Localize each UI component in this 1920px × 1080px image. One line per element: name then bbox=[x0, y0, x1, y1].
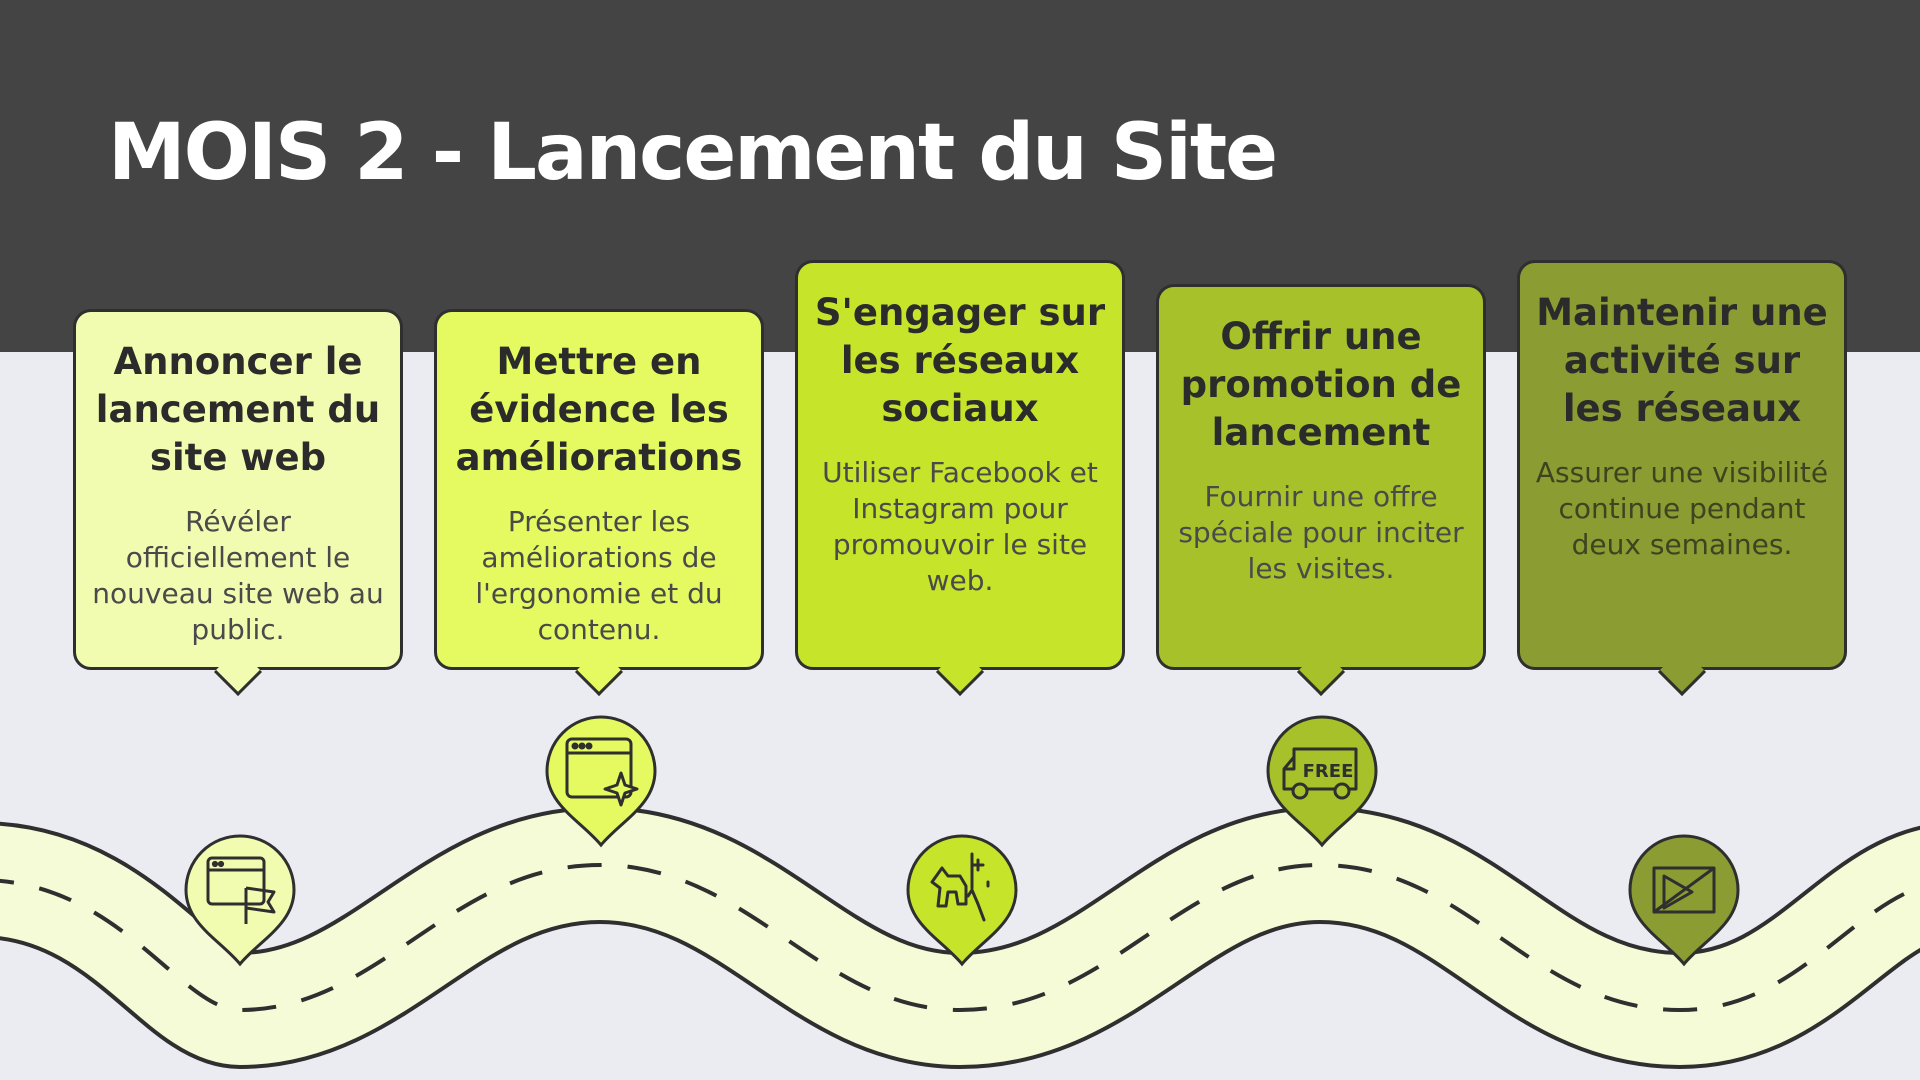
step-card-5: Maintenir une activité sur les réseaux A… bbox=[1517, 260, 1847, 697]
step-card-1: Annoncer le lancement du site web Révéle… bbox=[73, 309, 403, 697]
step-title: Annoncer le lancement du site web bbox=[95, 340, 381, 479]
step-card-4: Offrir une promotion de lancement Fourni… bbox=[1156, 284, 1486, 697]
step-description: Révéler officiellement le nouveau site w… bbox=[92, 505, 384, 646]
map-pin-5 bbox=[1628, 834, 1740, 967]
step-description: Assurer une visibilité continue pendant … bbox=[1535, 456, 1829, 561]
step-card-2: Mettre en évidence les améliorations Pré… bbox=[434, 309, 764, 697]
step-description: Fournir une offre spéciale pour inciter … bbox=[1178, 480, 1464, 585]
map-pin-4: FREE bbox=[1266, 715, 1378, 848]
pinata-icon bbox=[930, 852, 990, 922]
free-delivery-truck-icon: FREE bbox=[1282, 747, 1358, 800]
map-pin-3 bbox=[906, 834, 1018, 967]
step-title: Maintenir une activité sur les réseaux bbox=[1536, 291, 1828, 430]
step-title: Offrir une promotion de lancement bbox=[1180, 315, 1462, 454]
map-pin-1 bbox=[184, 834, 296, 967]
video-play-icon bbox=[1652, 866, 1716, 914]
svg-text:FREE: FREE bbox=[1303, 761, 1354, 782]
step-description: Utiliser Facebook et Instagram pour prom… bbox=[822, 456, 1098, 597]
step-card-3: S'engager sur les réseaux sociaux Utilis… bbox=[795, 260, 1125, 697]
step-title: S'engager sur les réseaux sociaux bbox=[814, 291, 1106, 430]
map-pin-2 bbox=[545, 715, 657, 848]
step-description: Présenter les améliorations de l'ergonom… bbox=[475, 505, 723, 646]
step-title: Mettre en évidence les améliorations bbox=[455, 340, 743, 479]
browser-flag-icon bbox=[206, 856, 276, 924]
page-title: MOIS 2 - Lancement du Site bbox=[108, 108, 1278, 198]
road-center-line bbox=[0, 862, 1920, 1013]
browser-sparkle-icon bbox=[565, 737, 639, 807]
